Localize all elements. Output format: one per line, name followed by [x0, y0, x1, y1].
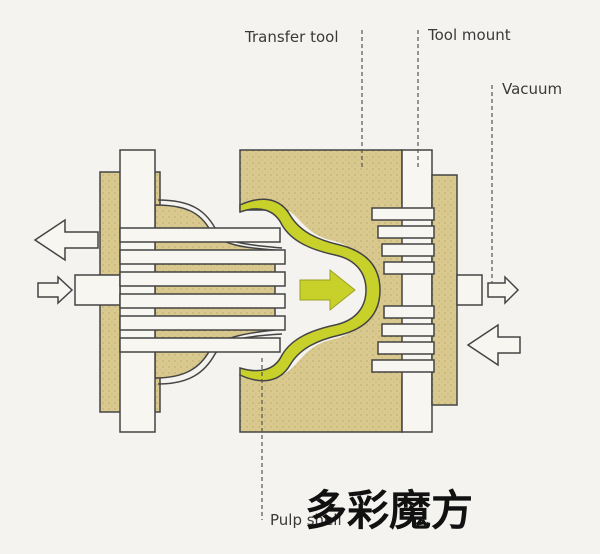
arrow-right-outline-icon: [487, 275, 520, 305]
right-vacuum-channels: [371, 207, 435, 373]
tool-mount-plate: [401, 149, 433, 433]
left-vacuum-stem: [74, 274, 121, 306]
arrow-left-outline-icon: [466, 323, 521, 367]
left-vacuum-channels: [119, 227, 286, 353]
transfer-tool-lower: [239, 374, 403, 433]
right-mount-body: [431, 174, 458, 406]
leader-lines: [261, 30, 493, 520]
label-tool-mount: Tool mount: [427, 26, 511, 44]
right-transfer-tool: [239, 149, 521, 433]
right-vacuum-stem: [456, 274, 483, 306]
watermark-text: 多彩魔方: [305, 486, 473, 535]
left-tool-plate: [119, 149, 156, 433]
pulp-shell: [239, 198, 381, 382]
arrow-right-icon: [37, 275, 74, 305]
arrow-right-icon: [299, 268, 356, 312]
label-vacuum: Vacuum: [502, 80, 562, 98]
label-pulp-shell: Pulp shell: [270, 511, 342, 529]
arrow-left-outline-icon: [33, 218, 99, 262]
label-transfer-tool: Transfer tool: [244, 28, 339, 46]
left-forming-tool: [33, 149, 286, 433]
transfer-tool-core: [275, 205, 402, 378]
